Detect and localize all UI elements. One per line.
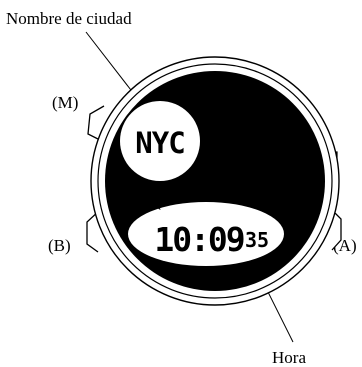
time-label: Hora: [272, 348, 306, 367]
time-seconds: 35: [245, 228, 269, 252]
time-indicator: ^: [152, 204, 162, 218]
city-window: [120, 101, 200, 181]
button-m: [87, 105, 105, 141]
button-b-label: (B): [48, 236, 71, 255]
button-m-label: (M): [52, 93, 79, 112]
time-main: 10:09: [154, 220, 243, 259]
city-name-label: Nombre de ciudad: [6, 9, 132, 28]
city-code: NYC: [135, 126, 184, 160]
time-window: [128, 202, 284, 266]
